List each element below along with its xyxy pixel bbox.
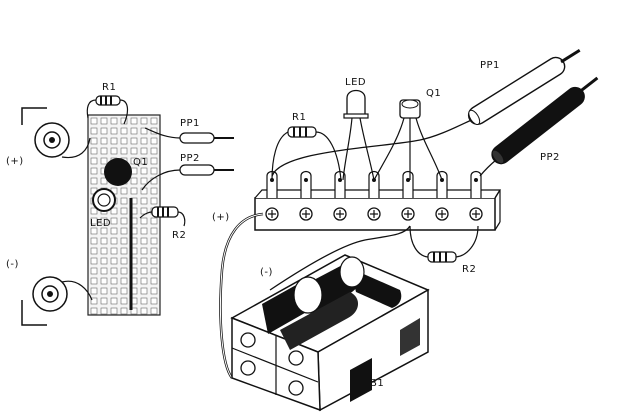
q1-side-view bbox=[373, 99, 443, 181]
right-pp2-label: PP2 bbox=[540, 152, 560, 163]
left-pp2-label: PP2 bbox=[180, 153, 200, 164]
led-side-view bbox=[342, 89, 375, 181]
left-assembly-view: (+) (-) R1 Q1 PP1 PP2 LED R2 bbox=[6, 82, 234, 326]
pp2-plug bbox=[141, 164, 234, 191]
pp2-wire bbox=[479, 159, 497, 177]
terminal-lug bbox=[300, 170, 312, 198]
battery-holder bbox=[230, 254, 430, 412]
positive-contact bbox=[34, 122, 70, 158]
left-pp1-label: PP1 bbox=[180, 118, 200, 129]
terminal-screw bbox=[469, 207, 483, 221]
terminal-screw bbox=[367, 207, 381, 221]
right-r2-label: R2 bbox=[462, 264, 476, 275]
left-q1-label: Q1 bbox=[133, 157, 148, 168]
right-q1-label: Q1 bbox=[426, 88, 441, 99]
right-minus-label: (-) bbox=[260, 267, 273, 278]
terminal-screw bbox=[333, 207, 347, 221]
terminal-screw bbox=[401, 207, 415, 221]
q1-transistor bbox=[104, 158, 132, 186]
left-plus-label: (+) bbox=[6, 156, 24, 167]
negative-contact bbox=[32, 276, 68, 312]
right-pp1-label: PP1 bbox=[480, 60, 500, 71]
terminal-lug bbox=[368, 170, 380, 198]
right-r1-label: R1 bbox=[292, 112, 306, 123]
perfboard bbox=[87, 114, 161, 316]
pp2-probe bbox=[491, 76, 599, 165]
pp1-plug bbox=[144, 127, 234, 144]
terminal-screw bbox=[299, 207, 313, 221]
negative-wire bbox=[269, 225, 411, 291]
terminal-lug bbox=[402, 170, 414, 198]
right-led-label: LED bbox=[345, 77, 366, 88]
terminal-screw bbox=[435, 207, 449, 221]
led-component bbox=[92, 188, 116, 212]
r2-resistor bbox=[139, 206, 186, 227]
left-r2-label: R2 bbox=[172, 230, 186, 241]
left-r1-label: R1 bbox=[102, 82, 116, 93]
pp1-probe bbox=[467, 48, 581, 125]
r2-resistor-right bbox=[409, 225, 479, 263]
pp1-wire bbox=[271, 117, 477, 177]
right-b1-label: B1 bbox=[370, 378, 384, 389]
right-plus-label: (+) bbox=[212, 212, 230, 223]
r1-resistor bbox=[86, 95, 129, 125]
left-minus-label: (-) bbox=[6, 259, 19, 270]
terminal-screw bbox=[265, 207, 279, 221]
right-assembly-view: LED Q1 R1 PP1 PP2 (+) (-) R2 B1 bbox=[212, 48, 599, 412]
terminal-lug bbox=[470, 170, 482, 198]
terminal-strip bbox=[254, 170, 502, 231]
left-led-label: LED bbox=[90, 218, 111, 229]
terminal-lug bbox=[436, 170, 448, 198]
